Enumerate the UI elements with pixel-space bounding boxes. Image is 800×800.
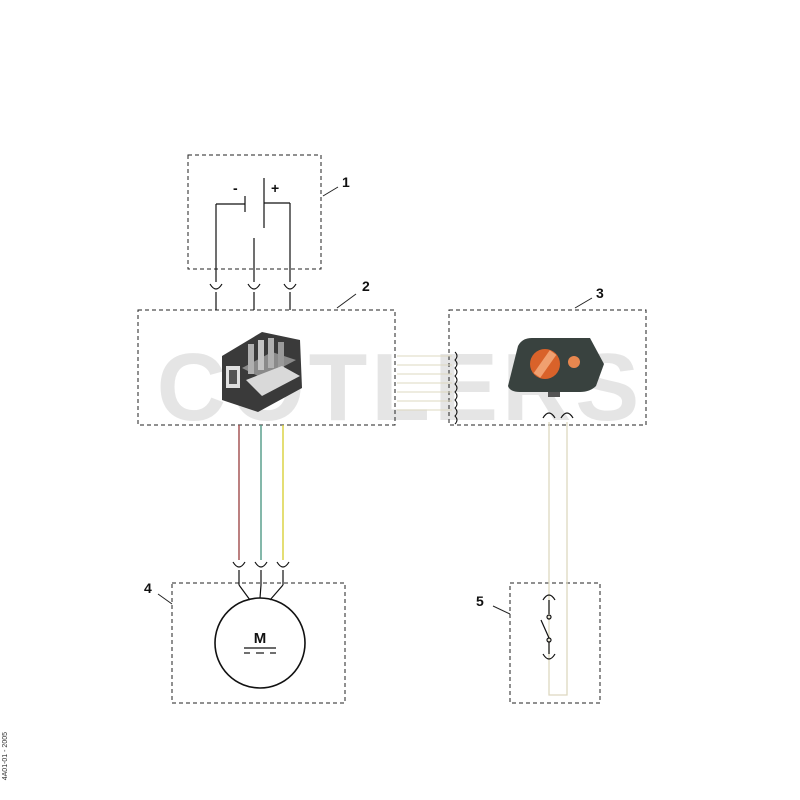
callout-4: 4	[144, 580, 152, 596]
battery-positive-label: +	[271, 180, 279, 196]
connector-group-top	[209, 283, 297, 310]
battery-box	[187, 154, 322, 270]
callout-3: 3	[596, 285, 604, 301]
battery-symbol	[215, 178, 291, 282]
ribbon-connector	[454, 351, 458, 425]
control-unit-box	[448, 309, 647, 426]
callout-1: 1	[342, 174, 350, 190]
dc-symbol	[244, 647, 276, 654]
connector-group-motor	[232, 561, 290, 601]
connector-group-control	[542, 412, 574, 419]
wire-beige-pair	[548, 422, 568, 696]
motor-label: M	[254, 630, 267, 647]
callout-2: 2	[362, 278, 370, 294]
callout-5: 5	[476, 593, 484, 609]
motor-box	[171, 582, 346, 704]
switch-symbol	[540, 594, 556, 660]
battery-negative-label: -	[233, 180, 238, 196]
controller-module-image	[222, 332, 302, 412]
switch-box	[509, 582, 601, 704]
side-code: 4A01-01 - 2005	[2, 732, 9, 781]
motor-symbol	[214, 597, 306, 689]
ribbon-cable	[397, 355, 452, 411]
controller-box	[137, 309, 396, 426]
control-unit-image	[508, 338, 604, 397]
